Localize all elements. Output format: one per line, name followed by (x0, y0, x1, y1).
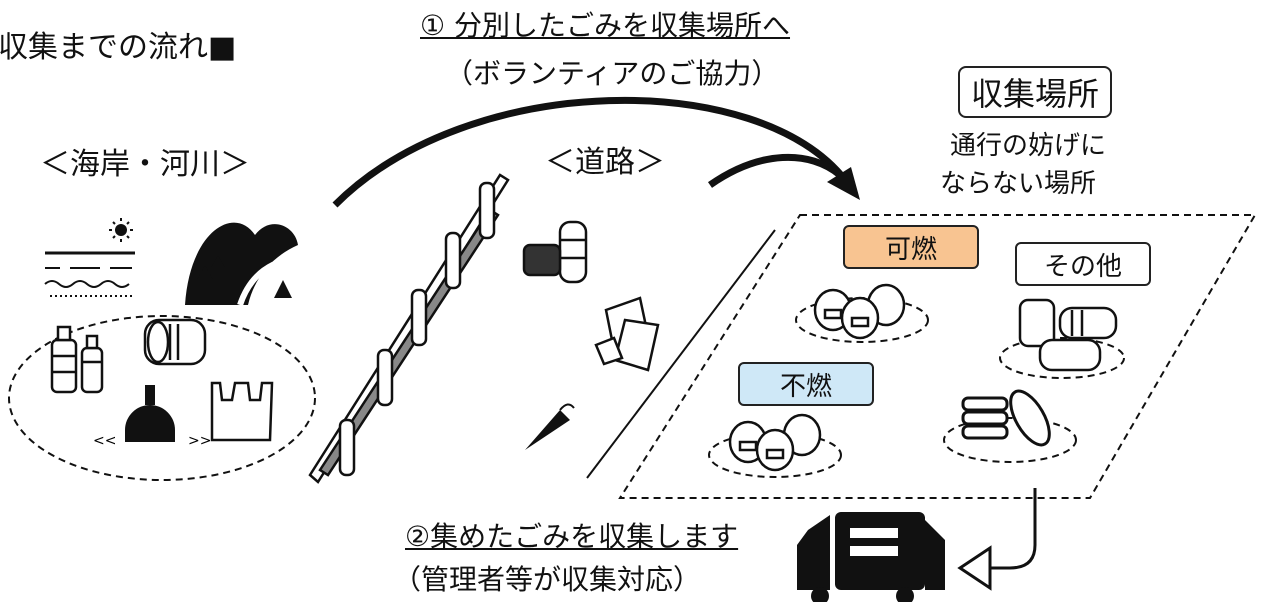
burnable-label: 可燃 (843, 225, 979, 269)
collection-note-line1: 通行の妨げに (950, 131, 1107, 161)
plastic-bottle-icon (50, 325, 104, 394)
step1-label: ① 分別したごみを収集場所へ (420, 9, 791, 42)
flow-arrow-road (707, 153, 843, 188)
step2-label: ②集めたごみを収集します (405, 520, 739, 553)
fence (308, 173, 510, 484)
road-area-label: ＜道路＞ (545, 145, 665, 180)
page-title: 収集までの流れ■ (0, 30, 237, 65)
fishing-float-icon: << >> (93, 385, 211, 449)
tires-spot (943, 417, 1077, 463)
can-icon (143, 318, 207, 366)
step2-sublabel: （管理者等が収集対応） (393, 563, 702, 596)
nonburnable-bags-icon (728, 413, 822, 472)
garbage-truck-icon (797, 512, 945, 602)
cans-icon (522, 220, 588, 284)
other-label: その他 (1015, 242, 1151, 286)
nonburnable-label: 不燃 (738, 362, 874, 406)
other-spot (999, 337, 1125, 379)
collection-place-title: 収集場所 (958, 66, 1112, 118)
paper-waste-icon (594, 296, 660, 372)
mountain-river-icon (185, 222, 298, 307)
collection-note-line2: ならない場所 (940, 169, 1097, 199)
sea-icon (44, 251, 135, 297)
burnable-bags-icon (813, 283, 906, 340)
flow-arrow-main (332, 96, 848, 208)
pickup-arrow (985, 488, 1037, 570)
umbrella-icon (525, 403, 575, 450)
sun-icon (109, 218, 133, 242)
flow-arrowhead-main (827, 167, 860, 200)
shore-area-label: ＜海岸・河川＞ (40, 147, 250, 182)
svg-text:>>: >> (188, 433, 211, 449)
other-cans-icon (1018, 298, 1118, 372)
pickup-arrowhead (957, 545, 992, 591)
shore-litter-area (8, 315, 316, 481)
road-edge (586, 229, 776, 479)
svg-text:<<: << (93, 433, 116, 449)
tires-icon (961, 389, 1051, 447)
plastic-bag-icon (210, 381, 274, 442)
collection-area-outline (618, 214, 1257, 499)
step1-sublabel: （ボランティアのご協力） (445, 57, 780, 90)
